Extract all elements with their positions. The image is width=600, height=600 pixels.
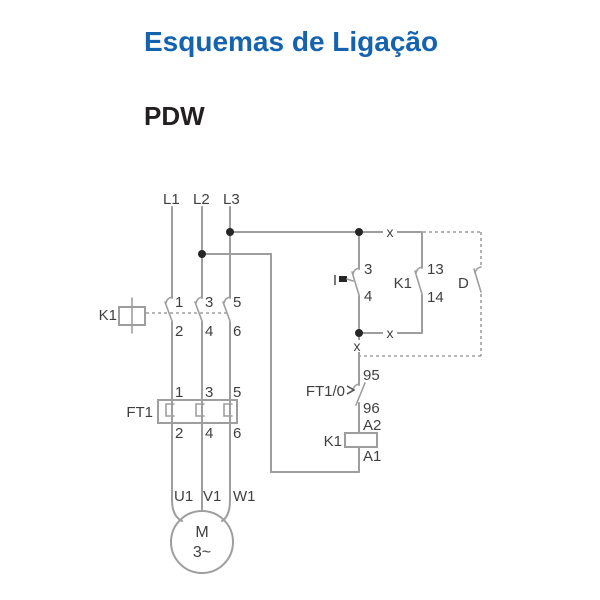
ft1-terminal-5: 5 (233, 384, 241, 401)
phase-label-l2: L2 (193, 191, 210, 208)
coil-terminal-a2: A2 (363, 417, 381, 434)
diagram-labels: L1 L2 L3 K1 1 3 5 2 4 6 FT1 1 3 5 2 4 6 … (99, 191, 256, 561)
overload-terminal-95: 95 (363, 367, 380, 384)
start-button-link (346, 278, 354, 282)
motor-phase-label: 3~ (193, 544, 211, 561)
k1-main-contact-blades (164, 301, 231, 322)
aux-contact-terminal-13: 13 (427, 261, 444, 278)
ft1-terminal-4: 4 (205, 425, 213, 442)
contact-terminal-hooks (165, 296, 231, 304)
k1-terminal-2: 2 (175, 323, 183, 340)
start-button-terminal-4: 4 (364, 288, 372, 305)
start-button-label: I (333, 272, 337, 289)
x-mark-mid: x (387, 325, 394, 341)
junction-dot-control-top (355, 228, 363, 236)
x-mark-top-bg (383, 225, 397, 238)
phase-label-l3: L3 (223, 191, 240, 208)
motor-lead-wires (171, 422, 231, 522)
k1-main-label: K1 (99, 307, 117, 324)
control-contact-blades (351, 270, 423, 406)
motor-terminal-u1: U1 (174, 488, 193, 505)
junction-dot-control-mid (355, 329, 363, 337)
page-title: Esquemas de Ligação (144, 26, 439, 57)
k1-terminal-6: 6 (233, 323, 241, 340)
ft1-terminal-2: 2 (175, 425, 183, 442)
ft1-label: FT1 (126, 404, 153, 421)
junction-dot-l3 (226, 228, 234, 236)
motor-terminal-v1: V1 (203, 488, 221, 505)
phase-label-l1: L1 (163, 191, 180, 208)
motor-terminal-w1: W1 (233, 488, 256, 505)
ft1-terminal-1: 1 (175, 384, 183, 401)
overload-contact-label: FT1/0 (306, 383, 345, 400)
coil-terminal-a1: A1 (363, 448, 381, 465)
k1-terminal-4: 4 (205, 323, 213, 340)
k1-terminal-1: 1 (175, 294, 183, 311)
control-terminal-hooks (352, 266, 482, 391)
k1-coil-box (344, 432, 378, 448)
ft1-heater-elements (165, 403, 233, 417)
x-mark-top: x (387, 224, 394, 240)
junction-dot-l2 (198, 250, 206, 258)
k1-terminal-3: 3 (205, 294, 213, 311)
overload-trip-arrow-icon (346, 385, 356, 395)
l2-control-tap-wire (201, 253, 360, 473)
motor-label: M (195, 524, 208, 541)
aux-contact-label: K1 (394, 275, 412, 292)
ft1-terminal-6: 6 (233, 425, 241, 442)
k1-terminal-5: 5 (233, 294, 241, 311)
remote-contact-blade (473, 268, 482, 293)
ft1-terminal-3: 3 (205, 384, 213, 401)
x-mark-below: x (354, 338, 361, 354)
x-mark-mid-bg (383, 326, 397, 339)
start-button-actuator (339, 276, 347, 282)
aux-contact-terminal-14: 14 (427, 289, 444, 306)
start-button-terminal-3: 3 (364, 261, 372, 278)
power-circuit (131, 206, 360, 522)
ft1-overload-body (157, 399, 238, 424)
model-title: PDW (144, 101, 205, 131)
remote-contact-label: D (458, 275, 469, 292)
coil-label: K1 (324, 433, 342, 450)
x-mark-below-bg (350, 340, 364, 352)
remote-contact-dashed-wires (360, 231, 482, 357)
junction-dots (198, 228, 363, 337)
control-labels: x x x I 3 4 K1 13 14 D FT1/0 95 96 K1 A2… (306, 224, 469, 465)
overload-terminal-96: 96 (363, 400, 380, 417)
